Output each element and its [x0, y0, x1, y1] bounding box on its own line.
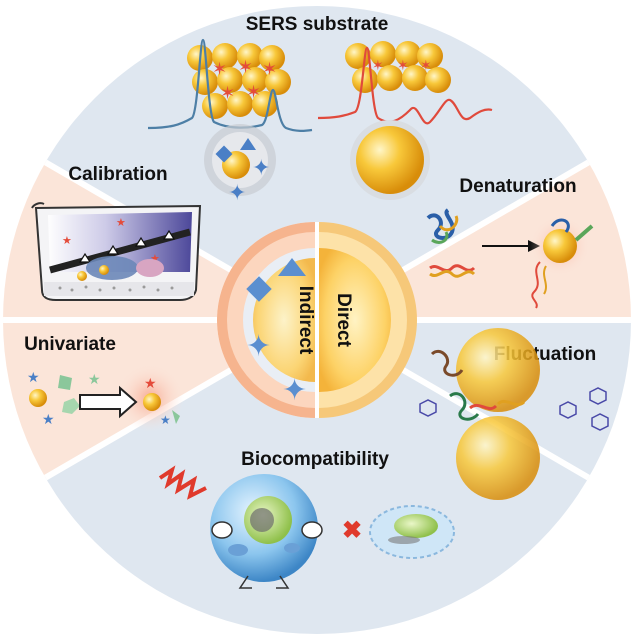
svg-text:★: ★ [150, 253, 160, 265]
star-marker: ✦ [246, 330, 271, 363]
svg-text:✦: ✦ [252, 155, 270, 180]
svg-text:★: ★ [160, 413, 171, 427]
svg-text:✶: ✶ [220, 83, 235, 103]
svg-text:✖: ✖ [342, 517, 362, 544]
svg-text:✶: ✶ [262, 59, 277, 79]
svg-text:✶: ✶ [420, 57, 432, 73]
star-markers-right: ✶ ✶ ✶ [372, 57, 432, 73]
star-markers-left: ✶ ✶ ✶ ✶ ✶ [212, 57, 277, 103]
svg-text:★: ★ [116, 217, 126, 229]
beaker-illustration: ★ ★ ★ [31, 202, 202, 301]
diamond-marker [246, 276, 272, 302]
svg-text:✶: ✶ [372, 57, 384, 73]
svg-text:★: ★ [42, 411, 55, 427]
univariate-illustration: ★ ★ ★ ★ ★ [27, 364, 184, 432]
svg-text:✶: ✶ [238, 57, 253, 77]
spectrum-blue [147, 38, 313, 132]
center-label-direct: Direct [333, 293, 354, 348]
label-univariate: Univariate [24, 334, 116, 355]
star-marker-2: ✦ [282, 374, 307, 407]
label-biocompatibility: Biocompatibility [241, 449, 389, 470]
triangle-marker [278, 258, 306, 276]
direct-gold-particle [350, 120, 430, 200]
indirect-probe-particle: ✦ ✦ [204, 124, 276, 205]
center-label-indirect: Indirect [295, 286, 316, 355]
np-cluster-left [187, 43, 291, 119]
svg-text:✶: ✶ [212, 59, 227, 79]
biocompatibility-illustration: ✖ [158, 465, 455, 589]
label-sers-substrate: SERS substrate [246, 14, 389, 35]
label-calibration: Calibration [68, 164, 167, 185]
small-molecule-icons [419, 387, 609, 431]
fluctuation-illustration [419, 328, 609, 500]
svg-text:✶: ✶ [246, 82, 261, 102]
svg-text:★: ★ [62, 235, 72, 247]
denaturation-illustration [426, 208, 594, 309]
svg-text:★: ★ [88, 371, 101, 387]
center-disc: ✦ ✦ [217, 222, 417, 418]
svg-text:★: ★ [144, 375, 157, 391]
label-denaturation: Denaturation [459, 176, 576, 197]
svg-text:★: ★ [27, 369, 40, 385]
spectrum-red [317, 46, 493, 125]
svg-text:✶: ✶ [397, 57, 409, 73]
svg-text:✦: ✦ [228, 180, 246, 205]
